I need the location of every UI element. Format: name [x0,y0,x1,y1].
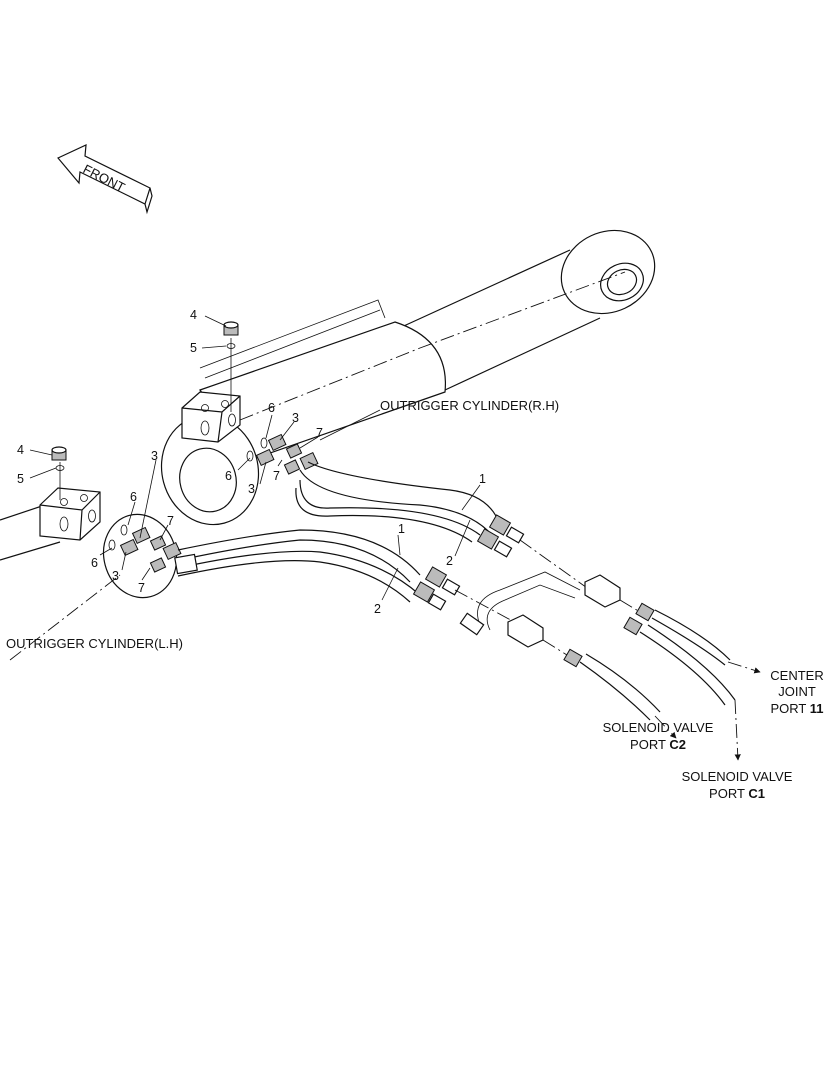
cylinder-lh [0,487,178,661]
plug-lh [51,446,67,461]
connector-blocks [454,539,761,761]
callout-4-lh: 4 [17,443,24,457]
callout-3b-rh: 3 [248,482,255,496]
dest-center-joint: CENTER JOINT PORT 11 [770,668,823,716]
caption-cylinder-rh: OUTRIGGER CYLINDER(R.H) [380,398,559,413]
fittings-lh [108,524,182,573]
callout-3-lh: 3 [151,449,158,463]
hoses-lh [174,529,461,611]
dest-solenoid-c2: SOLENOID VALVE PORT C2 [603,720,714,752]
hoses-rh [295,461,525,558]
svg-text:PORT C1: PORT C1 [709,786,765,801]
callout-4-rh: 4 [190,308,197,322]
svg-text:JOINT: JOINT [778,684,816,699]
leader-lines [29,315,481,601]
callout-5-rh: 5 [190,341,197,355]
callout-1-rh-hose: 1 [479,472,486,486]
callout-6-lh: 6 [130,490,137,504]
callout-7b-rh: 7 [273,469,280,483]
callout-7-rh: 7 [316,426,323,440]
svg-text:PORT C2: PORT C2 [630,737,686,752]
callout-5-lh: 5 [17,472,24,486]
callout-2-rh-hose: 2 [446,554,453,568]
callout-6-rh: 6 [268,401,275,415]
svg-text:PORT 11: PORT 11 [770,701,823,716]
svg-text:SOLENOID VALVE: SOLENOID VALVE [603,720,714,735]
callout-7-lh: 7 [167,514,174,528]
dest-solenoid-c1: SOLENOID VALVE PORT C1 [682,769,793,801]
callout-1-lh-hose: 1 [398,522,405,536]
callout-6b-rh: 6 [225,469,232,483]
callout-7b-lh: 7 [138,581,145,595]
caption-cylinder-lh: OUTRIGGER CYLINDER(L.H) [6,636,183,651]
plug-rh [223,321,239,336]
callout-6b-lh: 6 [91,556,98,570]
front-arrow: FRONT [57,144,153,215]
svg-text:SOLENOID VALVE: SOLENOID VALVE [682,769,793,784]
callout-3-rh: 3 [292,411,299,425]
callout-3b-lh: 3 [112,569,119,583]
svg-text:CENTER: CENTER [770,668,823,683]
callouts: 4 5 6 3 7 6 3 7 4 5 6 3 7 6 3 7 1 2 1 2 [17,308,486,616]
callout-2-lh-hose: 2 [374,602,381,616]
cylinder-rh [160,229,656,526]
